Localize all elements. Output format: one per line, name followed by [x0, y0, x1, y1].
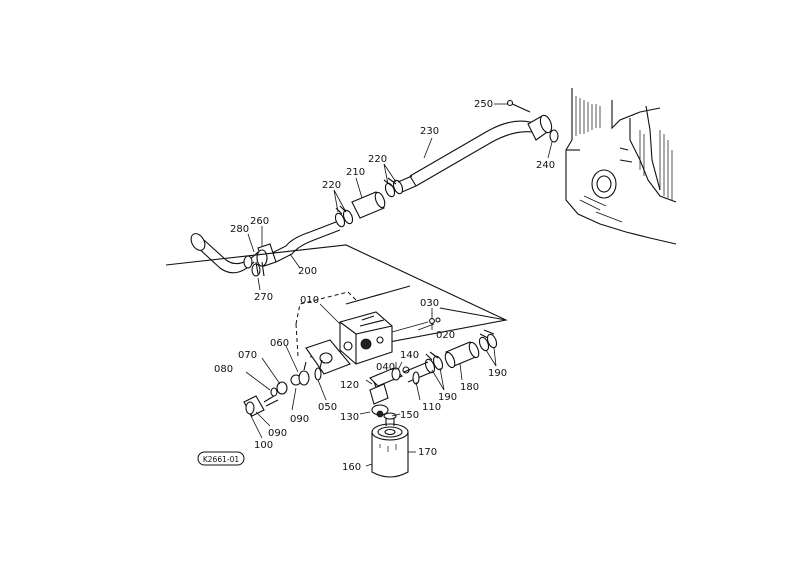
callout-130: 130 — [340, 412, 359, 423]
callout-120: 120 — [340, 380, 359, 391]
catalog-code-text: K2661-01 — [203, 455, 239, 464]
pipe-fitting-assembly — [369, 366, 410, 418]
callout-280: 280 — [230, 224, 249, 235]
callout-150: 150 — [400, 410, 419, 421]
oil-filter-cartridge — [371, 412, 409, 478]
callout-090-upper: 090 — [290, 414, 309, 425]
callout-070: 070 — [238, 350, 257, 361]
callout-180: 180 — [460, 382, 479, 393]
callout-030: 030 — [420, 298, 439, 309]
leader-lines — [245, 103, 553, 467]
callout-060: 060 — [270, 338, 289, 349]
catalog-code-badge: K2661-01 — [197, 451, 245, 466]
callout-labels: 250 240 230 220 210 220 260 280 200 270 … — [214, 99, 555, 473]
callout-160: 160 — [342, 462, 361, 473]
callout-190-left: 190 — [438, 392, 457, 403]
suction-hose-assembly — [403, 329, 498, 385]
callout-230: 230 — [420, 126, 439, 137]
callout-190-right: 190 — [488, 368, 507, 379]
transmission-case — [565, 88, 677, 245]
callout-220-upper: 220 — [368, 154, 387, 165]
delivery-pipe-assembly — [190, 99, 559, 277]
group-outline-lower — [345, 285, 507, 321]
callout-270: 270 — [254, 292, 273, 303]
group-outline-upper — [165, 244, 508, 358]
callout-210: 210 — [346, 167, 365, 178]
callout-110: 110 — [422, 402, 441, 413]
callout-100: 100 — [254, 440, 273, 451]
callout-090-lower: 090 — [268, 428, 287, 439]
callout-140: 140 — [400, 350, 419, 361]
callout-200: 200 — [298, 266, 317, 277]
callout-010: 010 — [300, 295, 319, 306]
callout-240: 240 — [536, 160, 555, 171]
callout-170: 170 — [418, 447, 437, 458]
filter-head-assembly — [295, 291, 441, 375]
callout-250: 250 — [474, 99, 493, 110]
callout-080: 080 — [214, 364, 233, 375]
callout-260: 260 — [250, 216, 269, 227]
relief-valve-parts — [243, 359, 323, 417]
callout-220-lower: 220 — [322, 180, 341, 191]
callout-050: 050 — [318, 402, 337, 413]
callout-040: 040 — [376, 362, 395, 373]
callout-020: 020 — [436, 330, 455, 341]
